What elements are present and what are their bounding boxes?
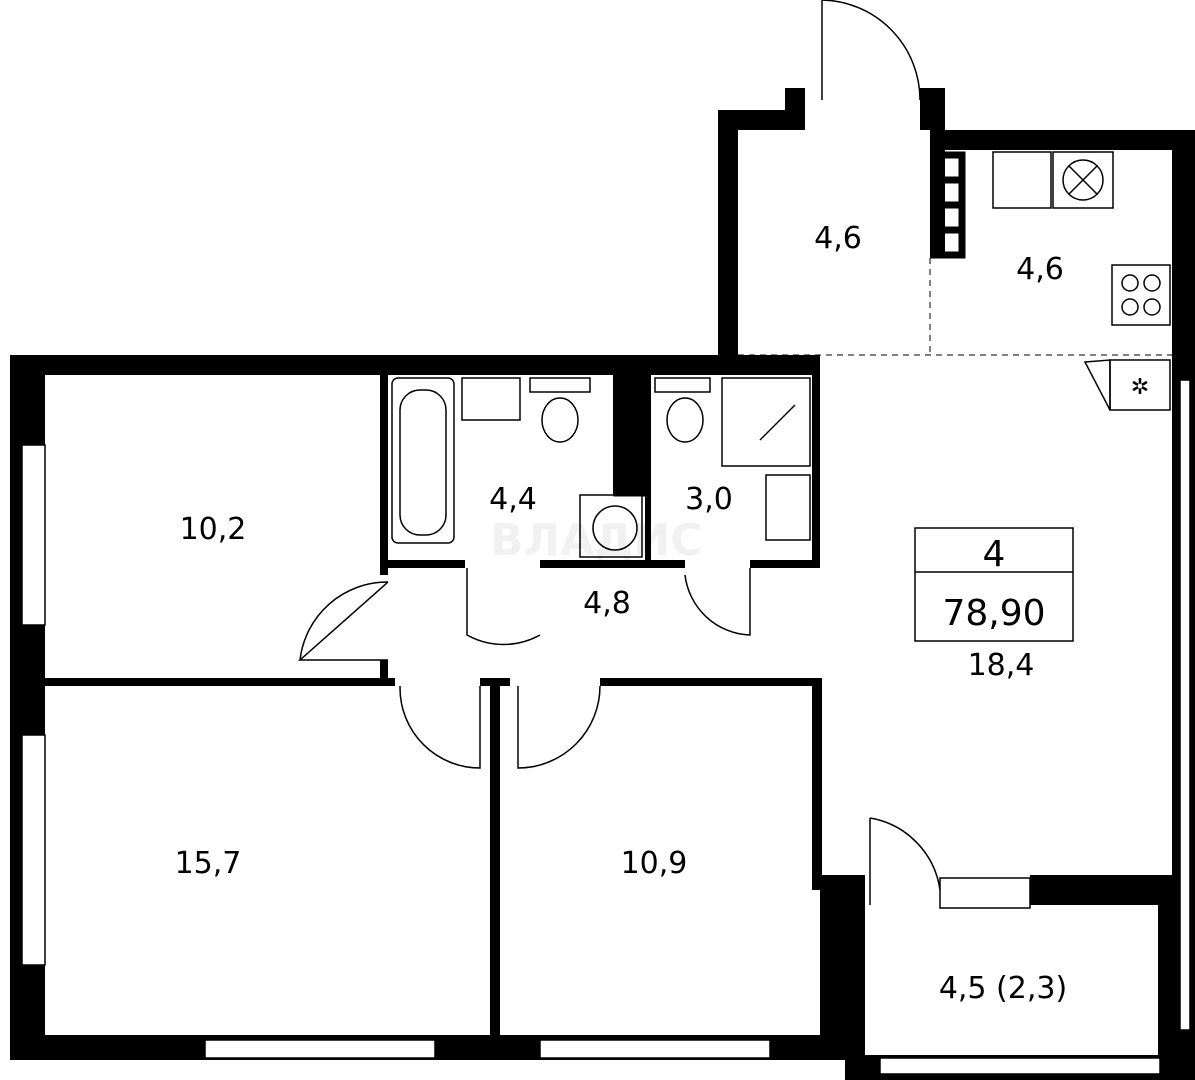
svg-text:✲: ✲ [1131, 375, 1149, 400]
room-area-bathroom: 4,4 [489, 482, 537, 517]
room-area-hall: 4,6 [814, 221, 862, 256]
fixtures: ✲ [391, 151, 1171, 558]
cooktop-icon [1111, 264, 1171, 326]
room-area-bedroom-1: 10,2 [180, 512, 247, 547]
summary-box: 4 78,90 [914, 527, 1074, 642]
toilet-icon [529, 377, 591, 393]
window [21, 444, 46, 626]
toilet-icon [654, 377, 711, 393]
room-area-corridor: 4,8 [583, 586, 631, 621]
room-labels: 4,6 4,6 10,2 4,4 3,0 4,8 18,4 15,7 10,9 … [175, 221, 1068, 1006]
room-area-living-room: 18,4 [968, 648, 1035, 683]
window [939, 877, 1031, 909]
kitchen-sink-icon [992, 151, 1052, 209]
sink-icon [765, 474, 811, 541]
doors [298, 0, 941, 905]
room-area-bedroom-2: 15,7 [175, 846, 242, 881]
window [539, 1039, 771, 1059]
hood-icon [1083, 359, 1111, 411]
dashed-zone-lines [738, 258, 1172, 356]
washing-machine-icon [579, 494, 643, 558]
stove-icon [1052, 151, 1114, 209]
shower-icon [721, 377, 811, 467]
rooms-count: 4 [983, 534, 1006, 575]
total-area: 78,90 [942, 593, 1045, 634]
room-area-bedroom-3: 10,9 [621, 846, 688, 881]
sink-icon [461, 377, 521, 421]
window [204, 1039, 436, 1059]
watermark: ВЛАДИС [490, 515, 702, 566]
window [21, 734, 46, 966]
room-area-balcony: 4,5 (2,3) [939, 971, 1067, 1006]
bathtub-icon [391, 377, 455, 544]
room-area-shower-room: 3,0 [685, 482, 733, 517]
window [879, 1057, 1161, 1075]
shelving [613, 151, 966, 497]
room-area-kitchen: 4,6 [1016, 252, 1064, 287]
window [1179, 379, 1191, 1031]
windows [21, 379, 1191, 1075]
fridge-icon [1109, 359, 1171, 411]
